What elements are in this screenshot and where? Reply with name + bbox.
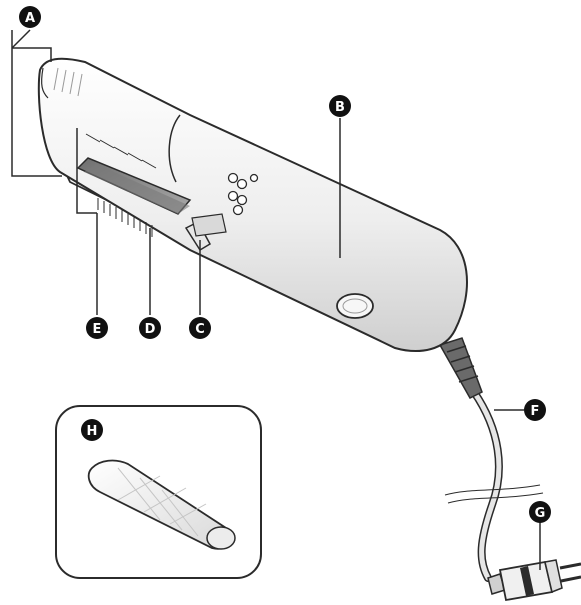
label-d: D xyxy=(139,317,161,339)
svg-text:H: H xyxy=(87,424,98,439)
svg-text:F: F xyxy=(531,404,540,419)
svg-text:A: A xyxy=(25,11,35,26)
svg-text:E: E xyxy=(93,322,102,337)
label-c: C xyxy=(189,317,211,339)
label-f: F xyxy=(524,399,546,421)
comb-teeth xyxy=(97,198,153,237)
label-g: G xyxy=(529,501,551,523)
accessory-inset xyxy=(55,405,262,579)
svg-text:C: C xyxy=(195,322,205,337)
cord-strain-relief xyxy=(438,337,483,399)
power-plug xyxy=(487,559,581,602)
heating-plate xyxy=(76,157,227,252)
svg-text:D: D xyxy=(145,322,156,337)
label-h: H xyxy=(81,419,103,441)
label-e: E xyxy=(86,317,108,339)
main-body-handle xyxy=(37,57,468,352)
leader-lines xyxy=(11,29,541,570)
power-button[interactable] xyxy=(336,293,374,319)
label-b: B xyxy=(329,95,351,117)
svg-text:G: G xyxy=(535,506,546,521)
svg-text:B: B xyxy=(335,100,345,115)
label-a: A xyxy=(19,6,41,28)
power-cord xyxy=(444,388,544,582)
